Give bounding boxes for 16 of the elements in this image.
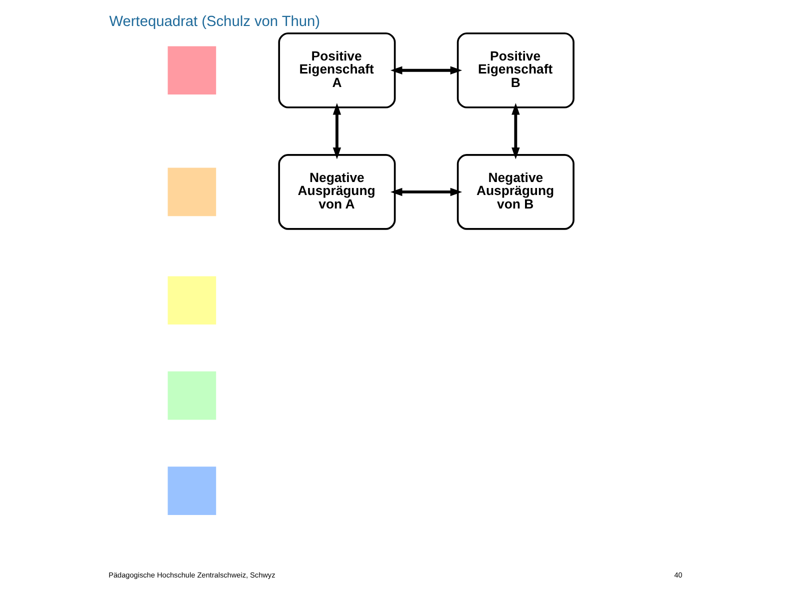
node-box	[167, 371, 216, 420]
diagram-title: Wertequadrat (Schulz von Thun)	[108, 14, 320, 30]
node-box	[167, 276, 216, 325]
node-box: Positive Eigenschaft B	[456, 32, 574, 108]
node-box: Positive Eigenschaft A	[278, 32, 396, 108]
label: 40	[674, 570, 682, 580]
node-box	[167, 168, 216, 216]
label: Pädagogische Hochschule Zentralschweiz, Schwyz	[108, 570, 275, 580]
node-box: Negative Ausprägung von A	[278, 154, 396, 230]
node-box: Negative Ausprägung von B	[456, 154, 574, 230]
arrow	[390, 66, 462, 74]
arrow	[390, 188, 462, 196]
node-box	[167, 46, 216, 95]
arrow	[332, 103, 341, 160]
arrow	[511, 103, 520, 160]
node-box	[167, 466, 216, 515]
